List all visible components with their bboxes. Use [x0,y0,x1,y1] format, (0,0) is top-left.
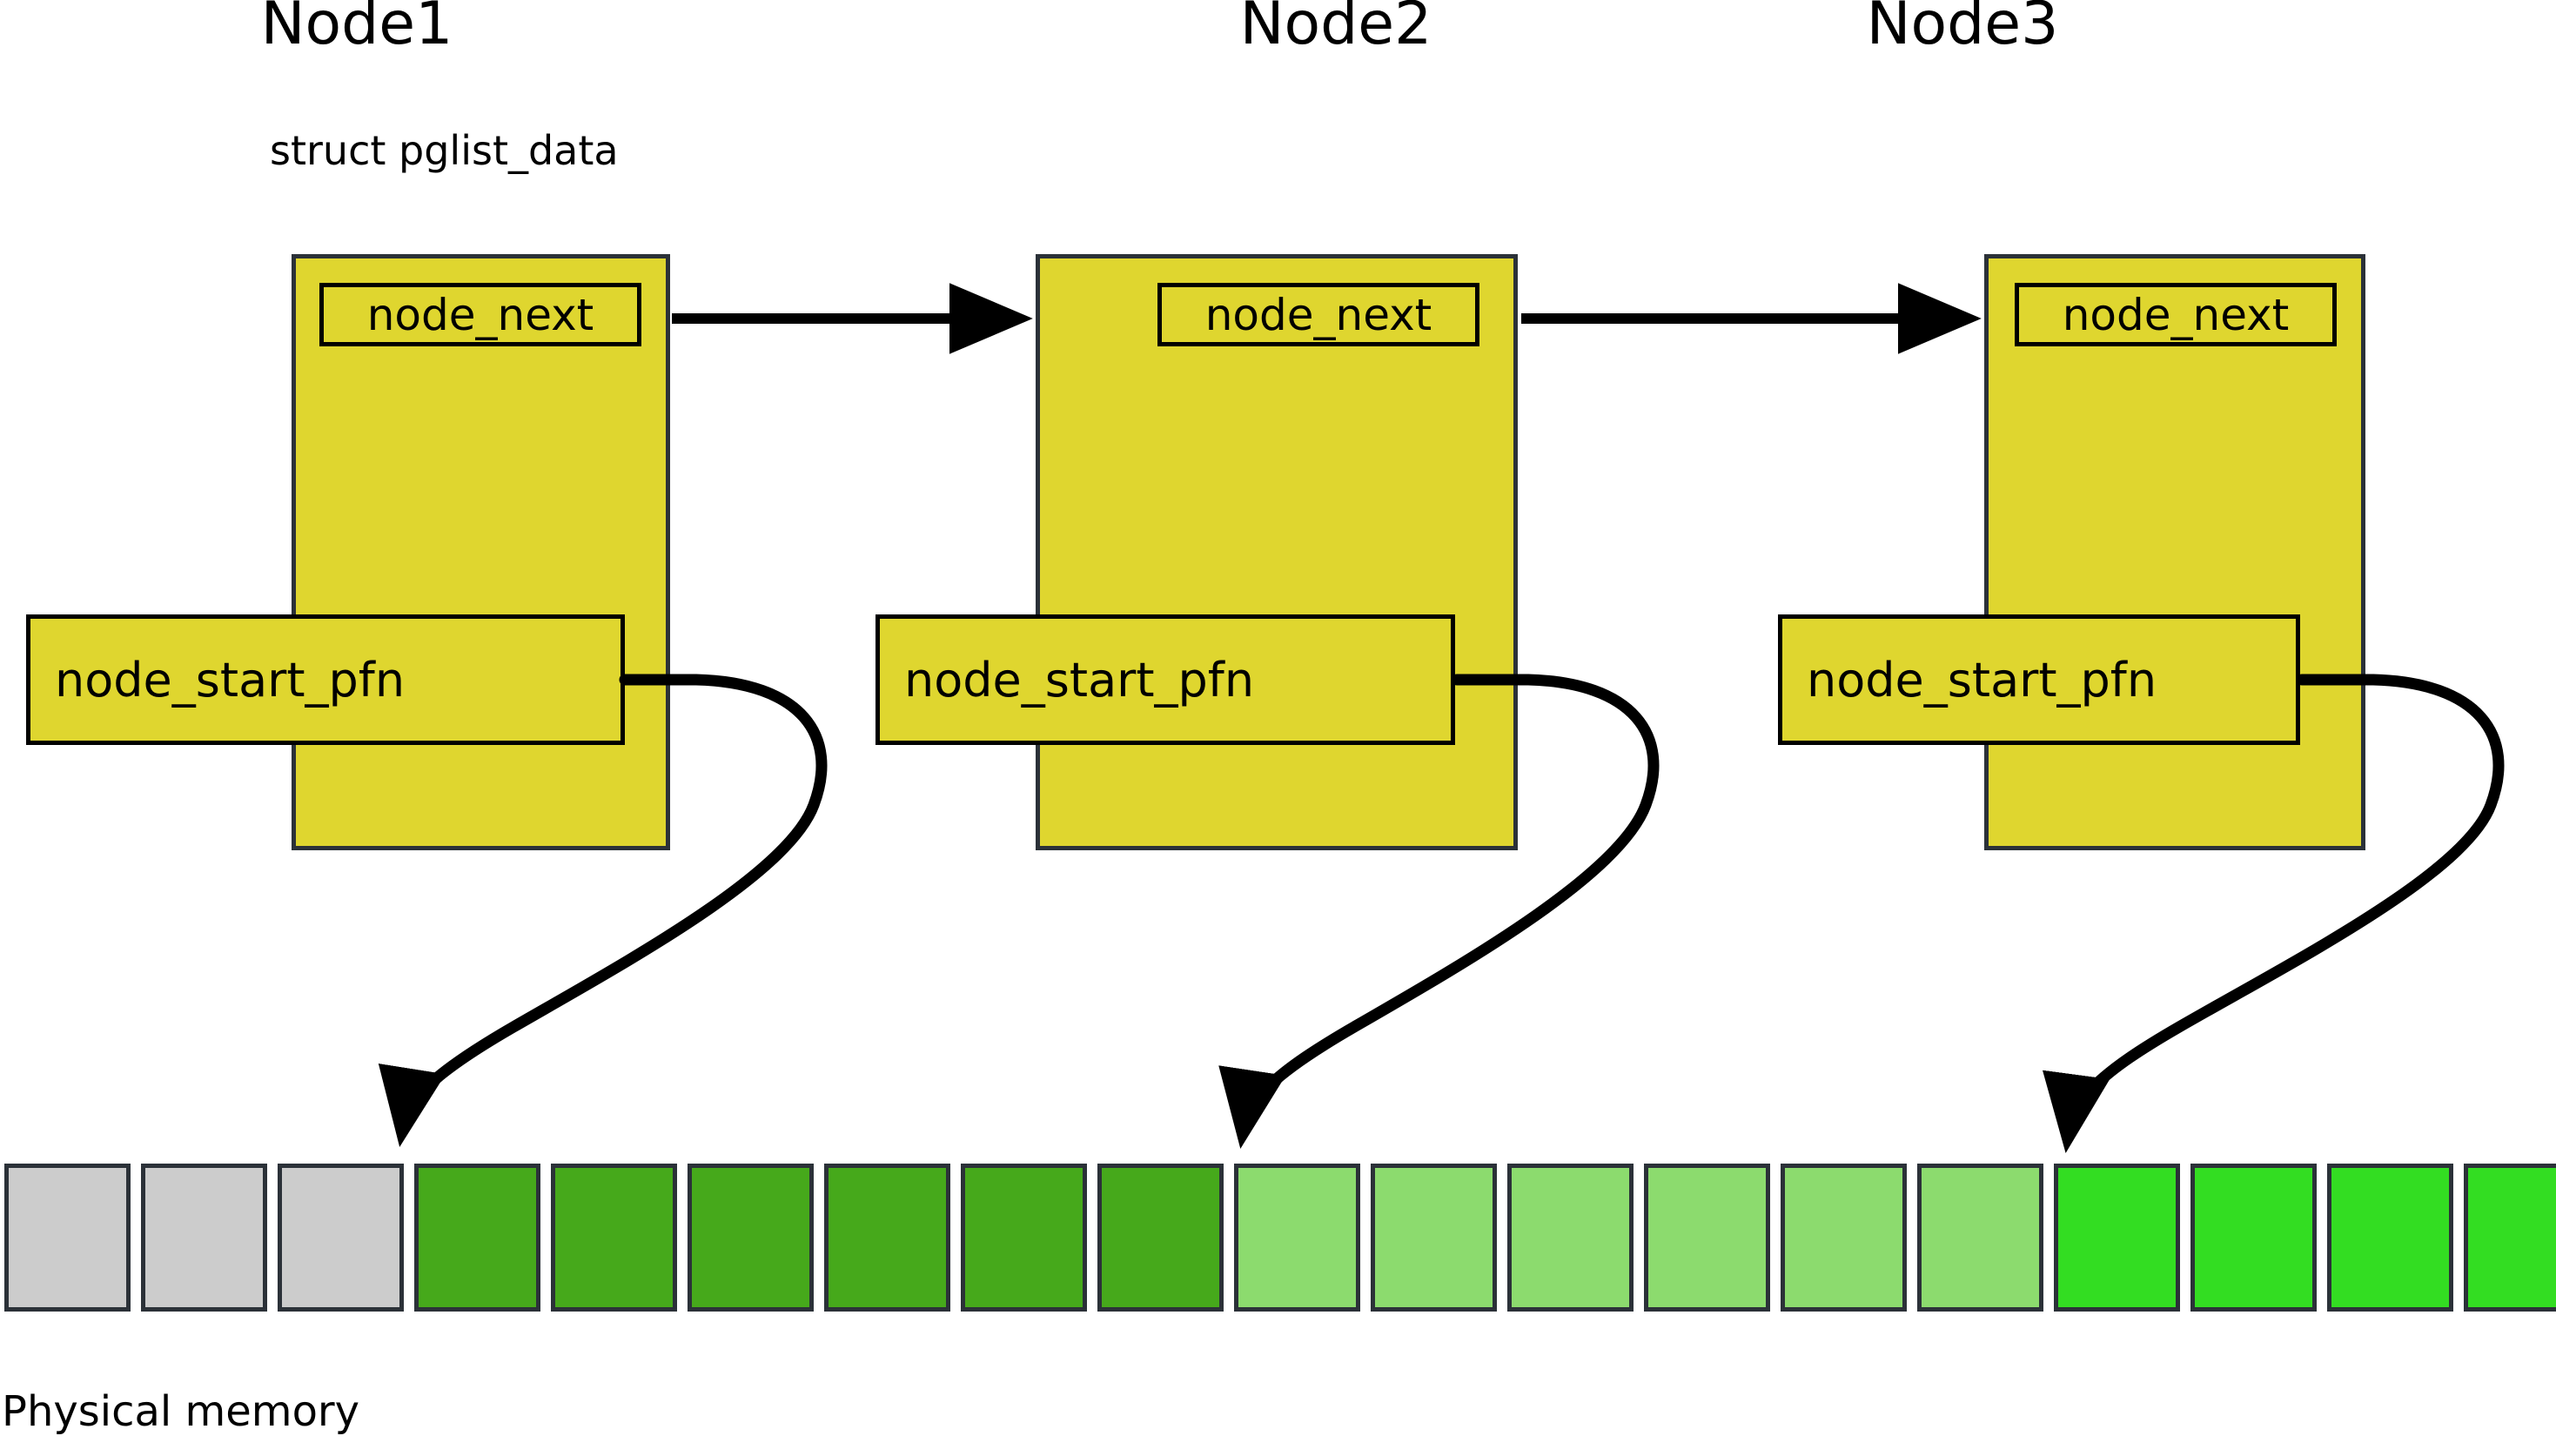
node-title-2: Node2 [1239,0,1432,58]
struct-pglist-data-label: struct pglist_data [270,127,619,174]
node-next-field-1[interactable]: node_next [319,283,641,346]
node-body-3 [1984,254,2365,850]
memory-cell [2190,1164,2317,1312]
node-body-2 [1036,254,1518,850]
memory-cell [1917,1164,2043,1312]
memory-cell [414,1164,540,1312]
memory-cell [278,1164,404,1312]
memory-cell [1371,1164,1497,1312]
node-next-field-3[interactable]: node_next [2015,283,2337,346]
node-start-pfn-field-1[interactable]: node_start_pfn [26,614,625,745]
memory-cell [2464,1164,2556,1312]
node-next-field-2[interactable]: node_next [1157,283,1479,346]
memory-cell [2327,1164,2453,1312]
arrow-node1-pfn-to-memory [378,674,828,1147]
memory-cell [1507,1164,1634,1312]
memory-cell [141,1164,267,1312]
node-start-pfn-field-3[interactable]: node_start_pfn [1778,614,2300,745]
memory-cell [688,1164,814,1312]
node-title-3: Node3 [1866,0,2059,58]
node-title-1: Node1 [260,0,453,58]
arrow-node3-pfn-to-memory [2043,674,2505,1154]
memory-cell [1234,1164,1360,1312]
memory-cell [824,1164,950,1312]
physical-memory-label: Physical memory [2,1387,360,1436]
arrow-node2-pfn-to-memory [1218,674,1660,1149]
memory-cell [2054,1164,2180,1312]
memory-cell [1644,1164,1770,1312]
memory-cell [551,1164,677,1312]
memory-cell [1781,1164,1907,1312]
memory-cell [4,1164,131,1312]
node-body-1 [292,254,670,850]
memory-cell [1097,1164,1224,1312]
node-start-pfn-field-2[interactable]: node_start_pfn [875,614,1455,745]
memory-cell [961,1164,1087,1312]
